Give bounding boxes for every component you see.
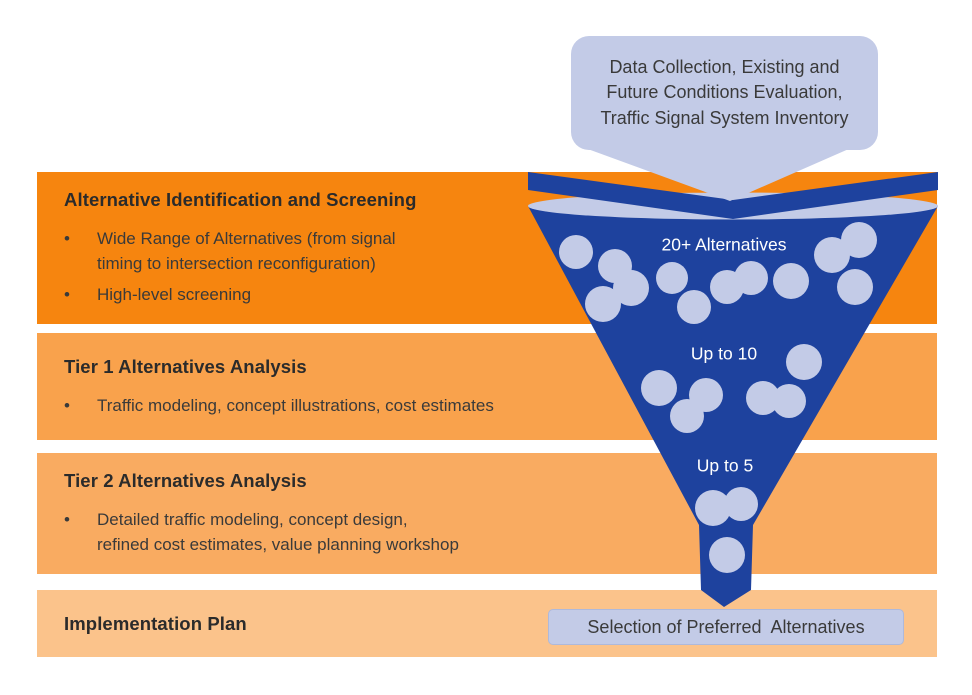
bullet-line: Wide Range of Alternatives (from signal [97, 229, 396, 248]
band-implementation-plan: Implementation Plan [37, 590, 937, 657]
alternative-bubble [734, 261, 768, 295]
alternative-bubble [746, 381, 780, 415]
bullet-item: • Traffic modeling, concept illustration… [64, 393, 937, 418]
selection-result-box: Selection of Preferred Alternatives [548, 609, 904, 645]
bullet-marker: • [64, 229, 70, 248]
funnel-label-stage3: Up to 5 [696, 455, 754, 476]
alternative-bubble [837, 269, 873, 305]
bullet-marker: • [64, 395, 70, 415]
bullet-item: • Detailed traffic modeling, concept des… [64, 507, 937, 557]
alternative-bubble [656, 262, 688, 294]
bubbles-stage1 [559, 222, 877, 324]
alternative-bubble [585, 286, 621, 322]
bullet-line: Traffic modeling, concept illustrations,… [97, 395, 494, 415]
bullet-text: Wide Range of Alternatives (from signal … [97, 226, 396, 276]
bullet-line: Detailed traffic modeling, concept desig… [97, 510, 408, 529]
alternative-bubble [814, 237, 850, 273]
bullet-text: High-level screening [97, 282, 251, 307]
callout-line: Data Collection, Existing and [609, 56, 840, 77]
alternative-bubble [677, 290, 711, 324]
bullet-item: • Wide Range of Alternatives (from signa… [64, 226, 937, 276]
alternative-bubble [724, 487, 758, 521]
funnel-label-stage1: 20+ Alternatives [661, 234, 787, 255]
bullet-line: High-level screening [97, 285, 252, 304]
funnel-chevron [528, 172, 938, 219]
bullet-item: • High-level screening [64, 282, 937, 307]
alternative-bubble [559, 235, 593, 269]
bullet-marker: • [64, 510, 70, 529]
alternative-bubble [773, 263, 809, 299]
bullet-marker: • [64, 285, 70, 304]
alternative-bubble [695, 490, 731, 526]
callout-pointer [585, 148, 851, 201]
bullet-text: Detailed traffic modeling, concept desig… [97, 507, 459, 557]
bubbles-stage3 [695, 487, 758, 573]
alternative-bubble [670, 399, 704, 433]
bubbles-stage2 [641, 344, 822, 433]
alternative-bubble [613, 270, 649, 306]
alternative-bubble [709, 537, 745, 573]
data-collection-callout: Data Collection, Existing and Future Con… [571, 36, 878, 150]
alternative-bubble [772, 384, 806, 418]
alternative-bubble [641, 370, 677, 406]
band-title: Tier 1 Alternatives Analysis [64, 355, 307, 377]
funnel-body [528, 206, 938, 607]
bullet-line: refined cost estimates, value planning w… [97, 535, 459, 554]
callout-line: Future Conditions Evaluation, [606, 82, 843, 103]
bullet-line: timing to intersection reconfiguration) [97, 254, 376, 273]
band-title: Tier 2 Alternatives Analysis [64, 470, 307, 491]
band-title: Alternative Identification and Screening [64, 189, 417, 210]
funnel-label-stage2: Up to 10 [690, 343, 758, 364]
callout-line: Traffic Signal System Inventory [600, 107, 849, 128]
band-tier2-analysis: Tier 2 Alternatives Analysis • Detailed … [37, 453, 937, 574]
bullet-text: Traffic modeling, concept illustrations,… [97, 393, 494, 418]
alternative-bubble [841, 222, 877, 258]
alternative-bubble [786, 344, 822, 380]
band-title: Implementation Plan [64, 612, 247, 634]
